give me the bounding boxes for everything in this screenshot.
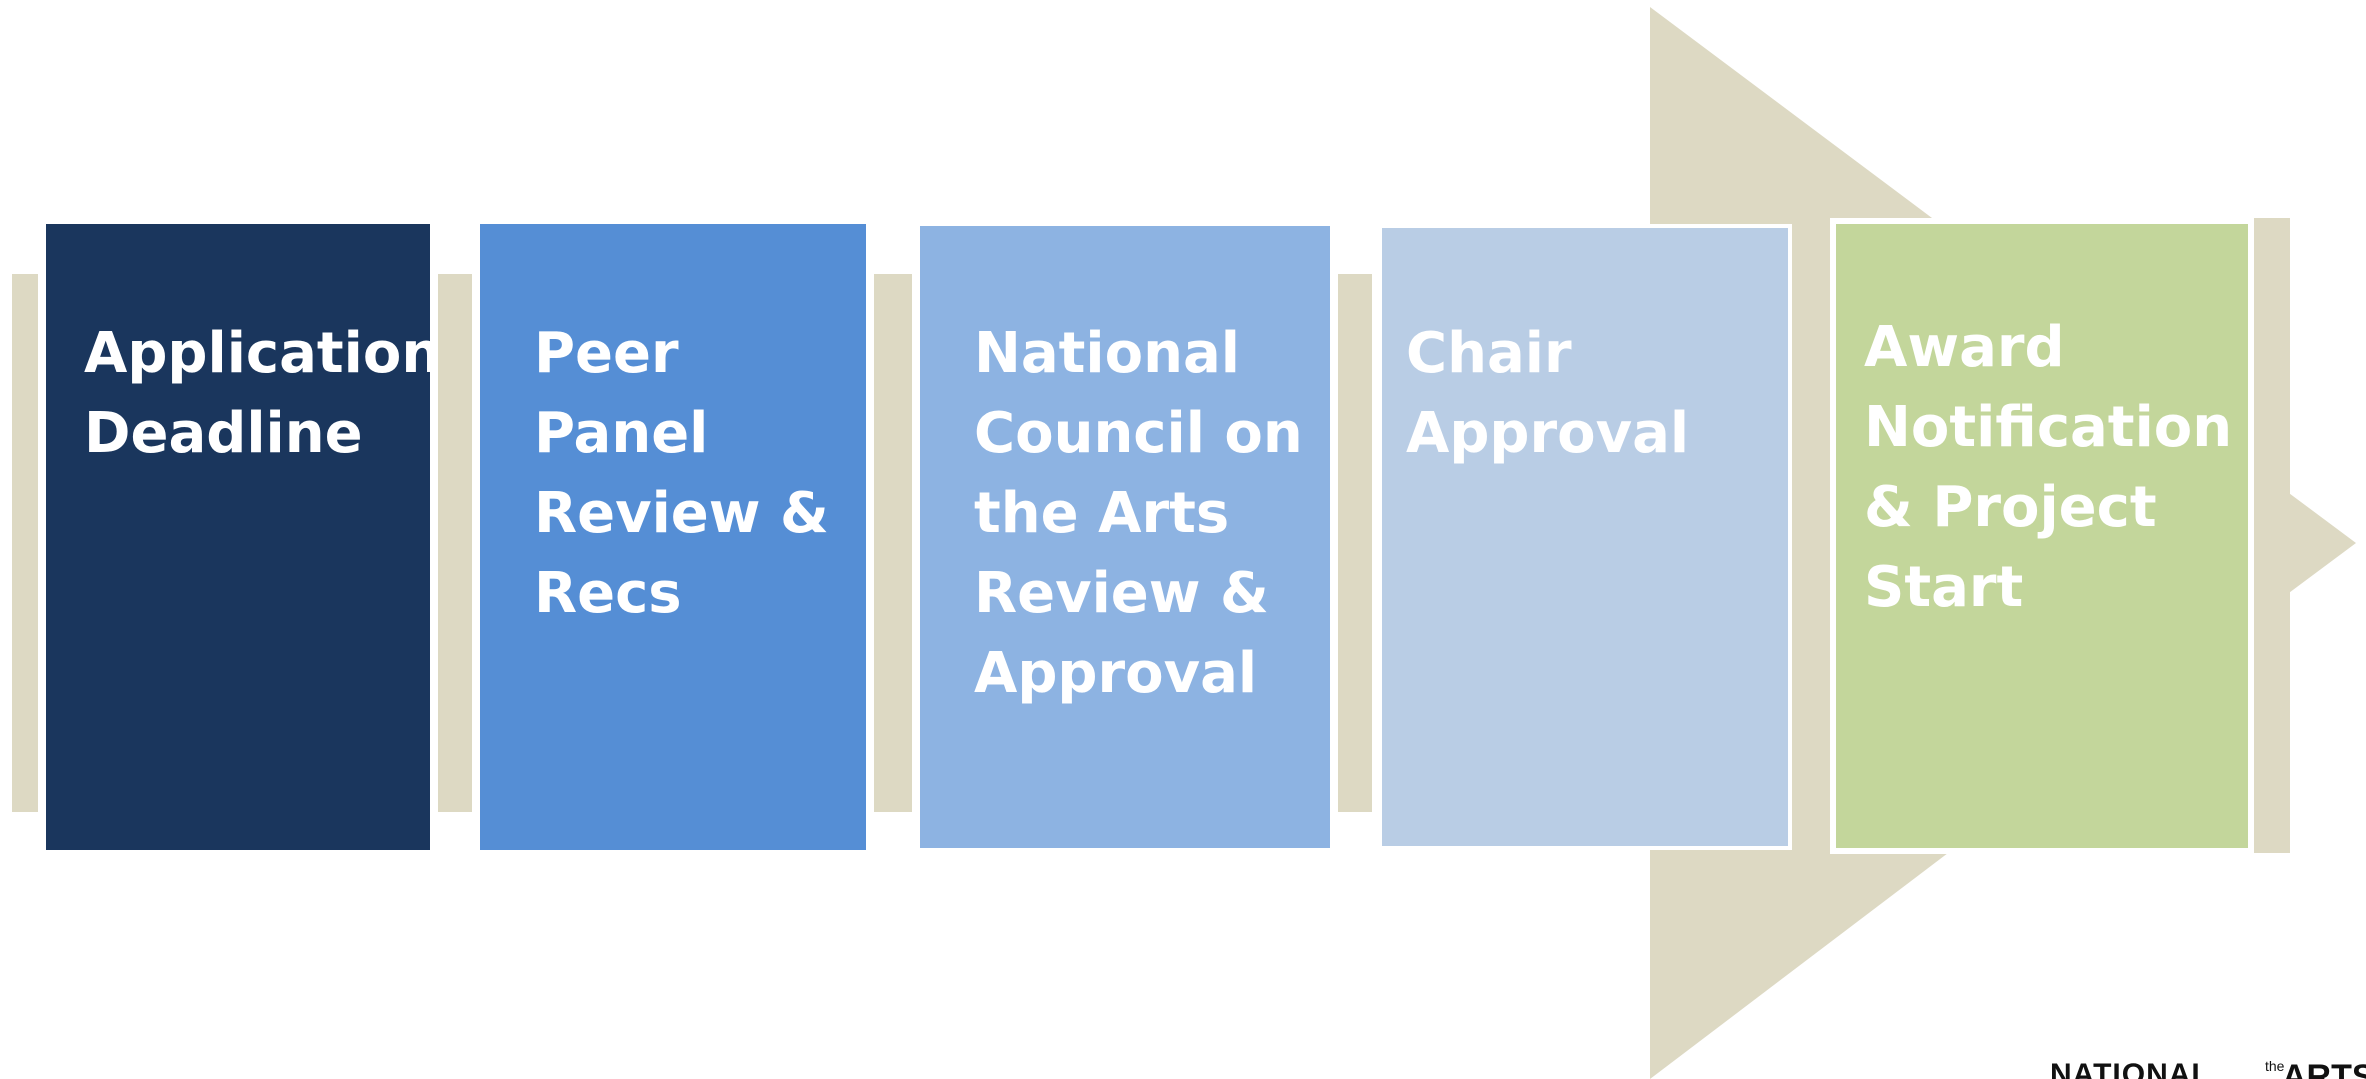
step-label: Chair Approval	[1406, 321, 1690, 466]
connector-3-4	[1338, 274, 1372, 812]
connector-2-3	[874, 274, 912, 812]
connector-1-2	[438, 274, 472, 812]
logo-national-text: NATIONAL	[2050, 1058, 2211, 1079]
arrow-head-top	[1650, 7, 1932, 218]
step-award-notification: Award Notification & Project Start	[1830, 218, 2254, 854]
logo-arts-text: ARTS	[2282, 1058, 2366, 1079]
step-label: Application Deadline	[84, 321, 442, 466]
step-chair-approval: Chair Approval	[1378, 224, 1792, 850]
arrow-head-bottom	[1650, 853, 1948, 1079]
logo-the-text: the	[2265, 1058, 2285, 1074]
step-peer-panel-review: Peer Panel Review & Recs	[480, 224, 866, 850]
connector-left	[12, 274, 38, 812]
nea-logo: NATIONAL the ARTS	[2050, 1058, 2366, 1079]
step-national-council-review: National Council on the Arts Review & Ap…	[920, 226, 1330, 848]
step-application-deadline: Application Deadline	[46, 224, 441, 850]
step-label: Peer Panel Review & Recs	[534, 321, 829, 626]
step-label: National Council on the Arts Review & Ap…	[974, 321, 1303, 706]
step-label: Award Notification & Project Start	[1864, 315, 2233, 620]
